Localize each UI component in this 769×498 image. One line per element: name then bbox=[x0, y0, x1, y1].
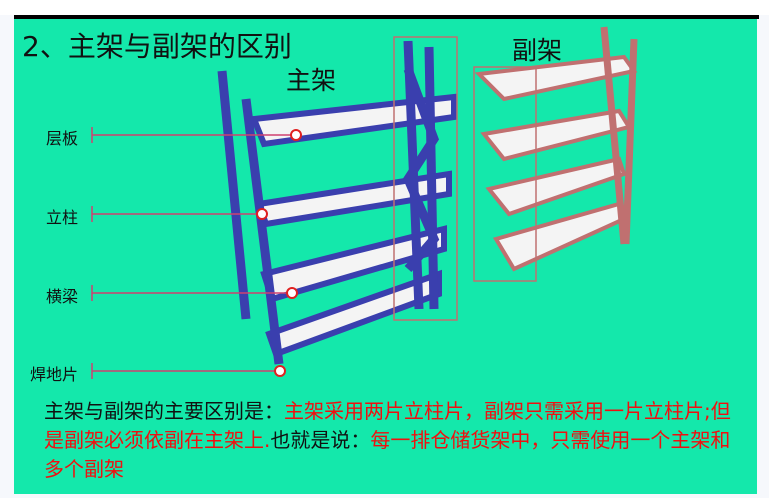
main-rack-caption: 主架 bbox=[286, 66, 337, 95]
label-beam: 横梁 bbox=[46, 287, 79, 306]
slide-title: 2、主架与副架的区别 bbox=[22, 30, 292, 63]
rack-illustration bbox=[91, 26, 638, 379]
label-base-plate: 焊地片 bbox=[30, 365, 79, 384]
desc-part-4: 每一排仓储货架中，只需使用一个主架和多个副架 bbox=[44, 428, 731, 481]
divider bbox=[14, 15, 759, 19]
label-shelf: 层板 bbox=[46, 129, 79, 148]
desc-part-1: 主架与副架的主要区别是： bbox=[44, 399, 284, 423]
description: 主架与副架的主要区别是：主架采用两片立柱片，副架只需采用一片立柱片;但是副架必须… bbox=[44, 397, 744, 484]
main-rack-highlight bbox=[393, 36, 458, 321]
label-pointers bbox=[91, 127, 296, 379]
slide: 2、主架与副架的区别 主架 副架 层板 立柱 横梁 焊地片 主架与副架的主要区别… bbox=[14, 19, 757, 494]
top-bar bbox=[0, 0, 769, 15]
desc-part-2: 主架采用两片立柱片，副架只需采用一片立柱片;但是副架必须依副在主架上. bbox=[44, 399, 731, 452]
label-upright: 立柱 bbox=[46, 208, 79, 227]
main-rack-posts bbox=[217, 40, 440, 365]
target-dots bbox=[256, 129, 302, 377]
desc-part-3: 也就是说： bbox=[270, 428, 371, 452]
sub-rack-highlight bbox=[473, 66, 537, 282]
sub-rack-caption: 副架 bbox=[512, 36, 563, 65]
